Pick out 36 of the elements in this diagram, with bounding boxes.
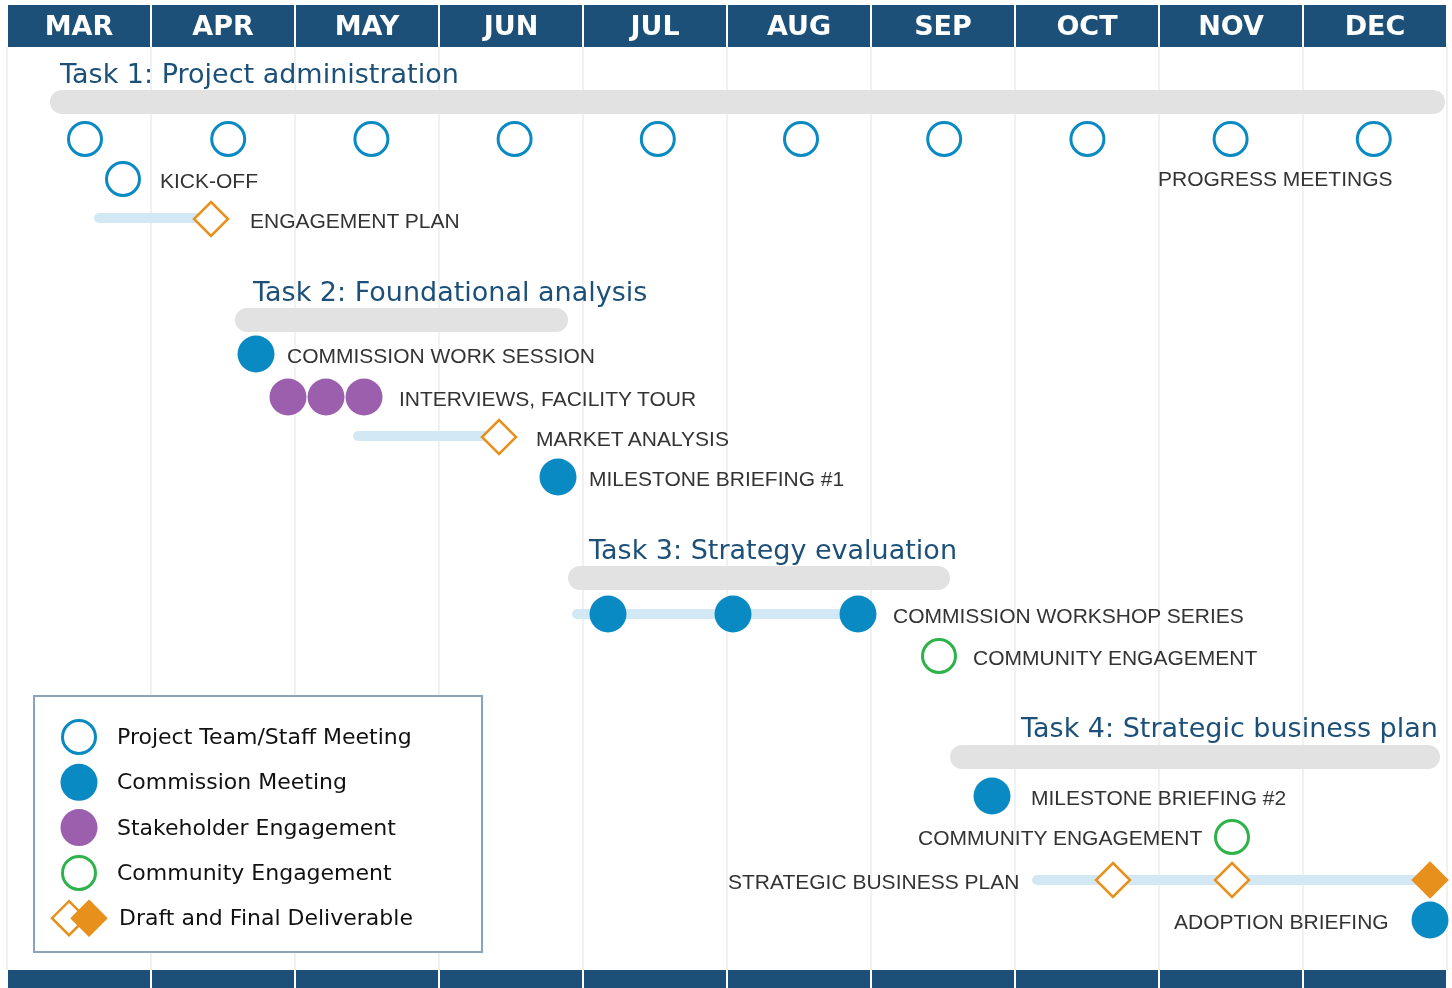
month-header: APR (152, 5, 294, 47)
milestone-label: KICK-OFF (160, 169, 258, 191)
task-bar (235, 308, 568, 332)
month-header: JUN (440, 5, 582, 47)
month-header: MAY (296, 5, 438, 47)
task-heading: Task 1: Project administration (60, 59, 459, 87)
task-heading: Task 3: Strategy evaluation (589, 535, 957, 563)
month-header: MAR (8, 5, 150, 47)
task-heading: Task 2: Foundational analysis (253, 277, 648, 305)
milestone-label: COMMISSION WORKSHOP SERIES (893, 604, 1244, 626)
milestone-label: MILESTONE BRIEFING #1 (589, 467, 845, 489)
milestone-label: ENGAGEMENT PLAN (250, 209, 460, 231)
month-header: OCT (1016, 5, 1158, 47)
milestone-label: INTERVIEWS, FACILITY TOUR (399, 387, 697, 409)
month-header: NOV (1160, 5, 1302, 47)
month-header: SEP (872, 5, 1014, 47)
milestone-label: MARKET ANALYSIS (536, 427, 729, 449)
month-header: DEC (1304, 5, 1446, 47)
month-header: AUG (728, 5, 870, 47)
milestone-label: COMMUNITY ENGAGEMENT (918, 826, 1203, 848)
milestone-label: ADOPTION BRIEFING (1174, 910, 1389, 932)
milestone-label: MILESTONE BRIEFING #2 (1031, 786, 1287, 808)
task-bar (568, 566, 950, 590)
legend-label: Draft and Final Deliverable (119, 907, 413, 930)
task-bar (50, 90, 1445, 114)
milestone-label: COMMUNITY ENGAGEMENT (973, 646, 1258, 668)
milestone-label: COMMISSION WORK SESSION (287, 344, 596, 366)
legend-label: Stakeholder Engagement (117, 816, 396, 839)
milestone-label: PROGRESS MEETINGS (1158, 167, 1393, 189)
legend-label: Project Team/Staff Meeting (117, 726, 412, 748)
task-bar (950, 745, 1440, 769)
milestone-label: STRATEGIC BUSINESS PLAN (728, 870, 1020, 892)
task-heading: Task 4: Strategic business plan (1021, 713, 1438, 741)
month-header: JUL (584, 5, 726, 47)
legend-label: Commission Meeting (117, 771, 347, 794)
legend-label: Community Engagement (117, 861, 392, 884)
